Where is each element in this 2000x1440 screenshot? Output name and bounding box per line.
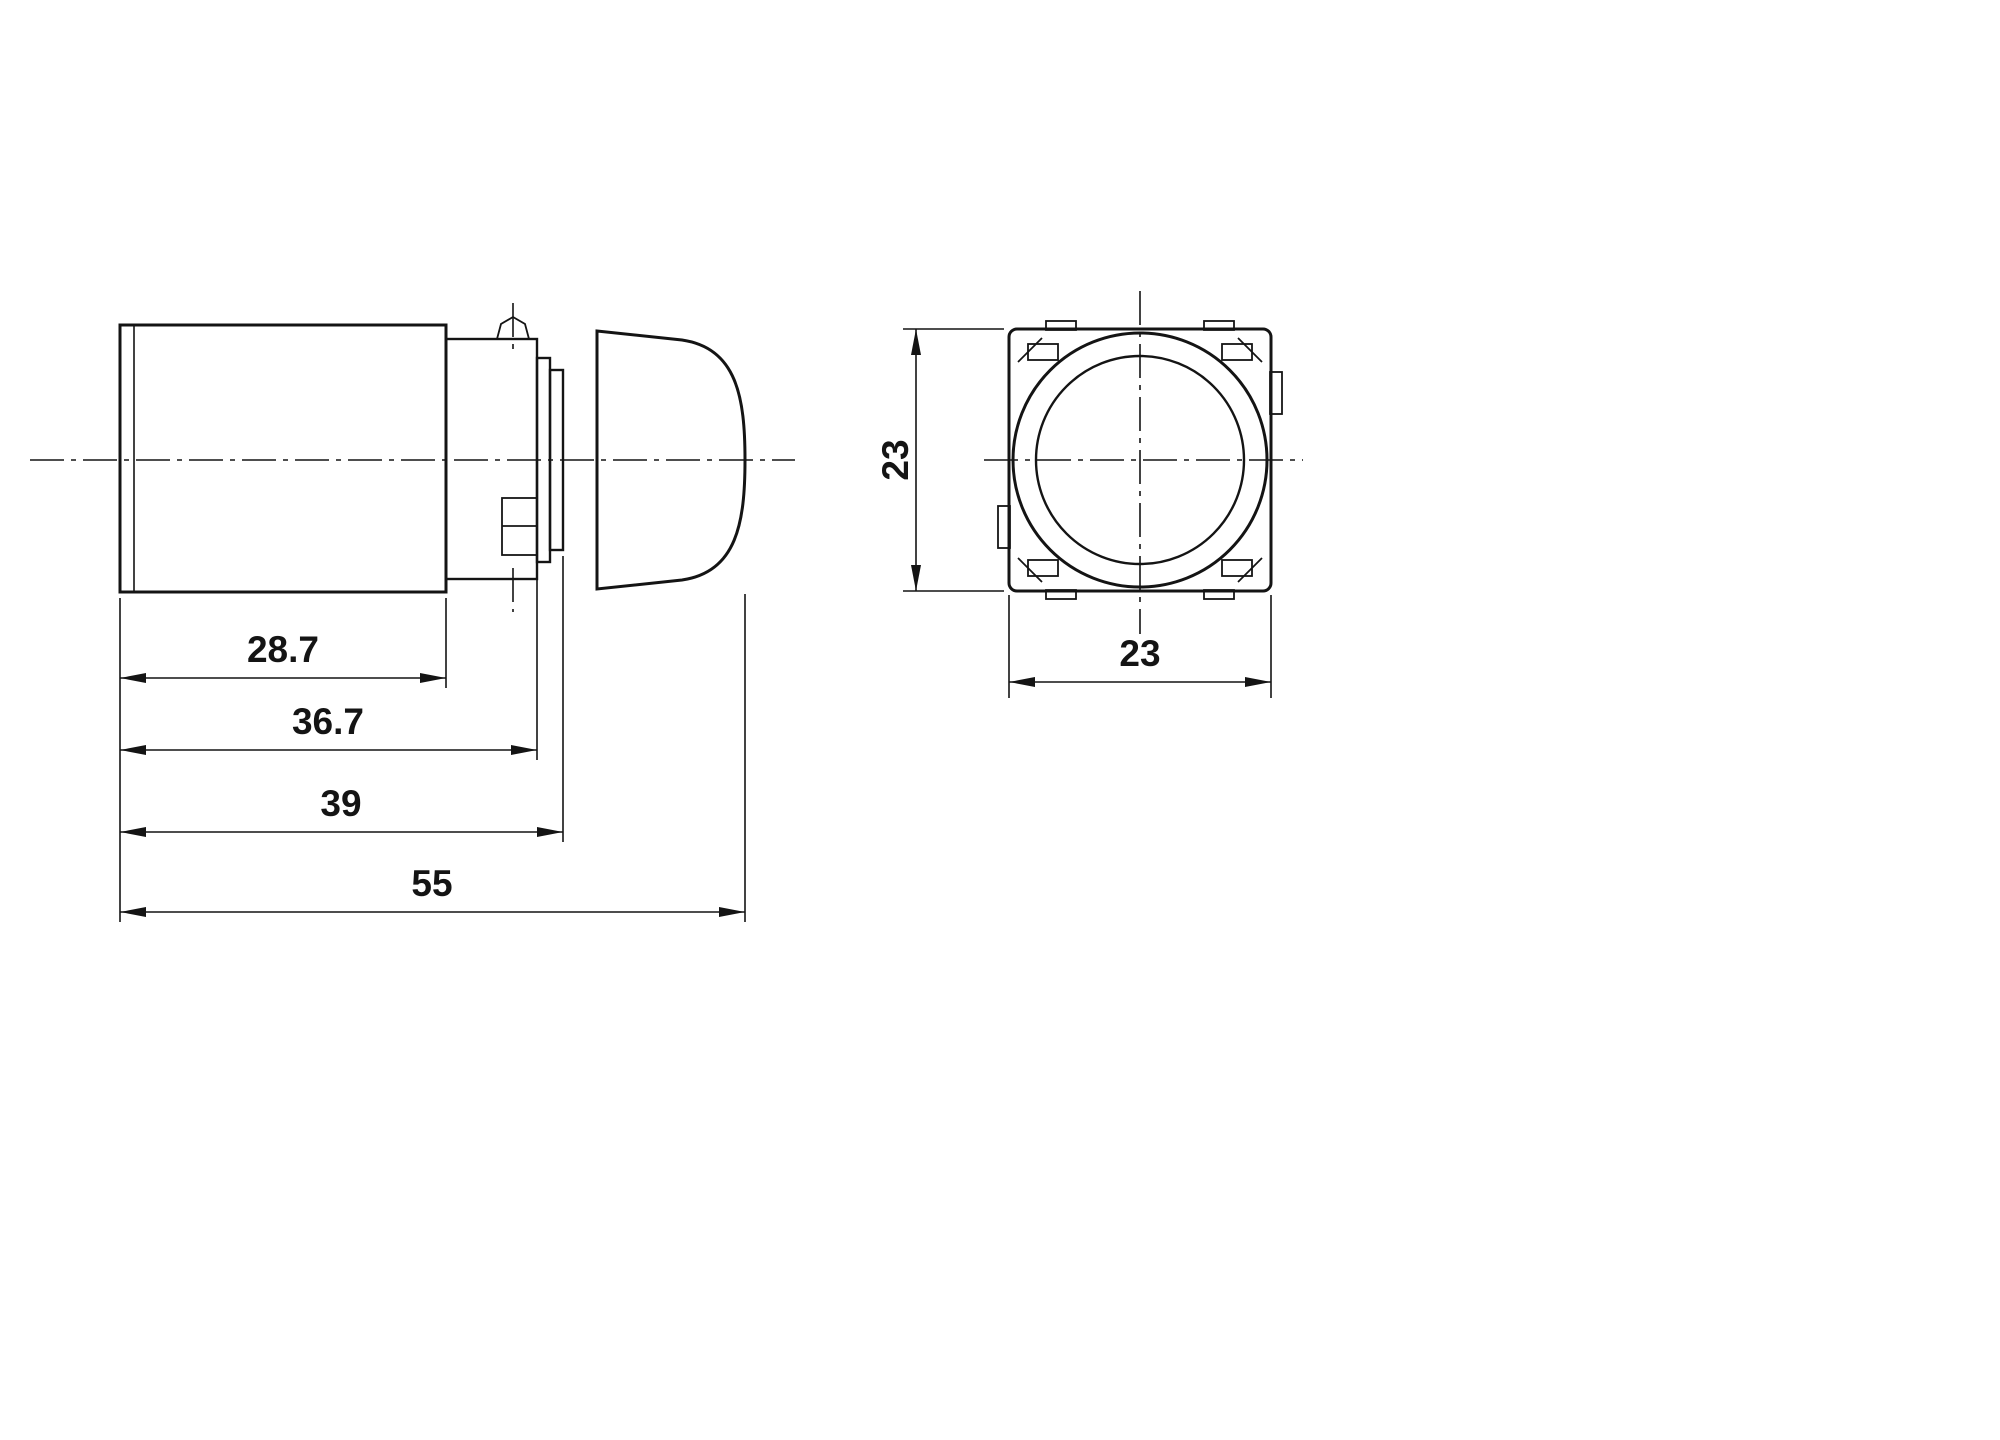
dim-label-behind-panel-length: 36.7 — [292, 701, 364, 742]
tab-top-right — [1203, 320, 1235, 331]
latch-window-top-right — [1221, 343, 1253, 361]
dimension-overall-length: 55 — [120, 863, 745, 917]
dimension-with-rings-length: 39 — [120, 783, 563, 837]
mounting-barrel — [444, 315, 539, 581]
tab-bottom-left — [1045, 589, 1077, 600]
dimension-behind-panel-length: 36.7 — [120, 701, 537, 755]
dim-label-width: 23 — [1119, 633, 1160, 674]
dimension-height: 23 — [875, 328, 1004, 592]
latch-window-bottom-left — [1027, 559, 1059, 577]
latch-window-top-left — [1027, 343, 1059, 361]
clip-left — [997, 505, 1011, 549]
tab-bottom-right — [1203, 589, 1235, 600]
dim-label-body-length: 28.7 — [247, 629, 319, 670]
side-view: 28.7 36.7 39 55 — [30, 303, 795, 922]
front-view: 23 23 — [875, 291, 1303, 698]
extension-lines — [119, 556, 746, 922]
dimension-body-length: 28.7 — [120, 629, 446, 683]
switch-body-outline — [118, 323, 448, 594]
tab-top-left — [1045, 320, 1077, 331]
dim-label-with-rings-length: 39 — [320, 783, 361, 824]
dim-label-height: 23 — [875, 439, 916, 480]
dim-label-overall-length: 55 — [411, 863, 452, 904]
dimension-width: 23 — [1008, 595, 1272, 698]
latch-window-bottom-right — [1221, 559, 1253, 577]
clip-right — [1269, 371, 1283, 415]
